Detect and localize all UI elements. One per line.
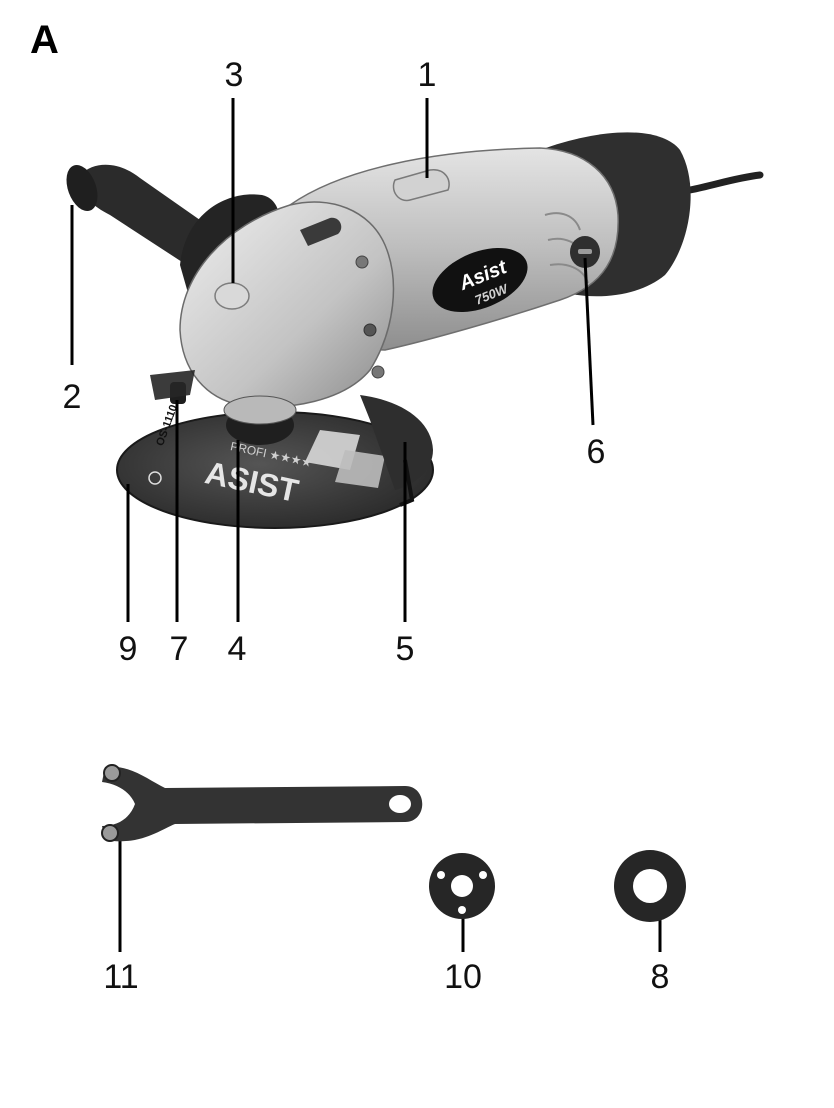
callout-11: 11: [103, 958, 139, 996]
flange-washer: [614, 850, 686, 922]
callout-5: 5: [395, 630, 415, 668]
callout-2: 2: [62, 378, 82, 416]
callout-9: 9: [118, 630, 138, 668]
callout-1: 1: [417, 56, 437, 94]
head-screw: [363, 323, 377, 337]
leader-lines: [70, 98, 662, 952]
leader-6: [583, 257, 595, 426]
figure-letter: A: [30, 18, 59, 62]
callout-6: 6: [586, 433, 606, 471]
callout-8: 8: [650, 958, 670, 996]
callout-3: 3: [224, 56, 244, 94]
power-cord: [686, 171, 764, 194]
head-screw: [355, 255, 369, 269]
head-vent: [300, 217, 342, 246]
wheel-guard: [360, 395, 433, 490]
spindle-lock-button: [214, 282, 250, 310]
callout-7: 7: [169, 630, 189, 668]
spanner-wrench: [101, 764, 423, 842]
clamping-nut: [429, 853, 495, 919]
slide-switch: [392, 169, 450, 202]
callout-10: 10: [444, 958, 482, 996]
head-screw: [371, 365, 385, 379]
callout-4: 4: [227, 630, 247, 668]
